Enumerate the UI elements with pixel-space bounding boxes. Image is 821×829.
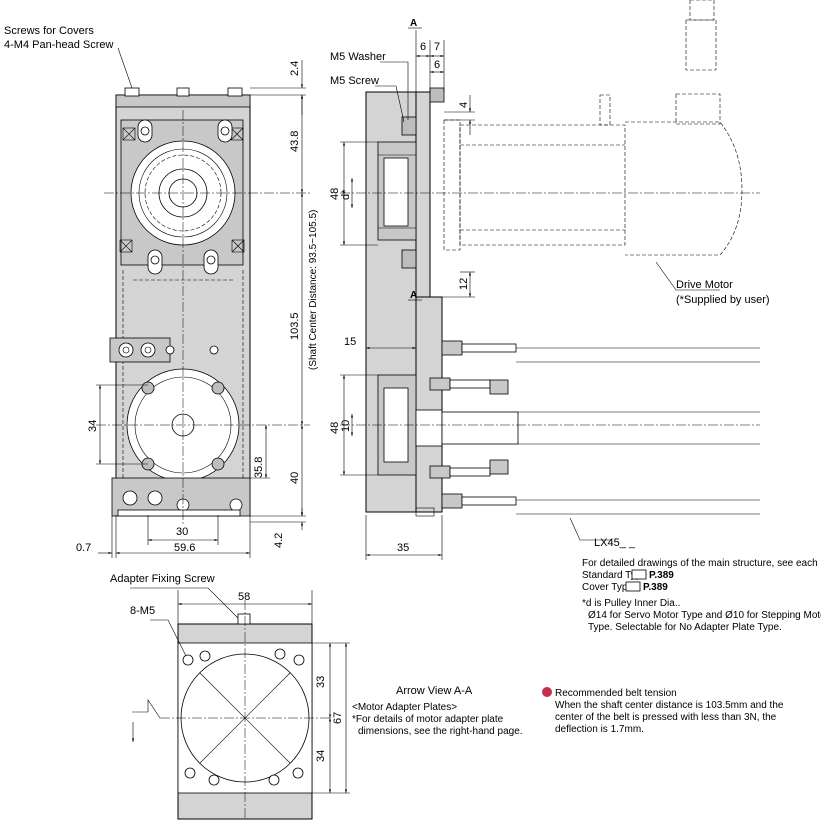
section-label-bottom: A bbox=[410, 290, 417, 301]
cover-screw-spec: 4-M4 Pan-head Screw bbox=[4, 39, 113, 51]
belt-2: center of the belt is pressed with less … bbox=[555, 712, 777, 723]
dim-15: 15 bbox=[344, 336, 356, 348]
cover-type-label: Cover Type bbox=[582, 582, 633, 593]
washer-label: M5 Washer bbox=[330, 51, 386, 63]
dim-34: 34 bbox=[315, 750, 327, 762]
plates-title: <Motor Adapter Plates> bbox=[352, 702, 457, 713]
dim-59-6: 59.6 bbox=[174, 542, 195, 554]
dim-35: 35 bbox=[397, 542, 409, 554]
note-line1: For detailed drawings of the main struct… bbox=[582, 558, 821, 569]
dim-30: 30 bbox=[176, 526, 188, 538]
drive-motor bbox=[443, 0, 743, 256]
dim-7: 7 bbox=[434, 41, 440, 53]
dim-6a: 6 bbox=[420, 41, 426, 53]
dim-58: 58 bbox=[238, 591, 250, 603]
dim-12: 12 bbox=[458, 278, 470, 290]
page-ref-icon bbox=[631, 569, 647, 580]
dim-48-lower: 48 bbox=[329, 422, 341, 434]
dim-4-2: 4.2 bbox=[273, 533, 285, 548]
plate-view: Adapter Fixing Screw 8-M5 58 33 67 34 Ar… bbox=[110, 573, 523, 820]
dim-34-left: 34 bbox=[87, 420, 99, 432]
dim-0-7: 0.7 bbox=[76, 542, 91, 554]
dim-4: 4 bbox=[458, 102, 470, 108]
section-label-top: A bbox=[410, 18, 417, 29]
plates-note-1: *For details of motor adapter plate bbox=[352, 714, 504, 725]
side-view: A A 6 7 6 M5 Washer M5 Screw 4 48 d* 12 … bbox=[329, 0, 770, 560]
dim-center-note: (Shaft Center Distance: 93.5~105.5) bbox=[308, 210, 319, 370]
notes: For detailed drawings of the main struct… bbox=[542, 558, 821, 735]
dim-67: 67 bbox=[332, 712, 344, 724]
arrow-view-title: Arrow View A-A bbox=[396, 685, 473, 697]
lx-label: LX45_ _ bbox=[594, 537, 636, 549]
dim-10: 10 bbox=[340, 420, 352, 432]
standard-type-page: P.389 bbox=[649, 570, 674, 581]
m5-holes bbox=[182, 648, 305, 786]
standard-type-label: Standard Type bbox=[582, 570, 647, 581]
d-note-3: Type. Selectable for No Adapter Plate Ty… bbox=[588, 622, 782, 633]
dim-6b: 6 bbox=[434, 59, 440, 71]
dim-33: 33 bbox=[315, 676, 327, 688]
dim-top: 2.4 bbox=[289, 61, 301, 76]
d-note-2: Ø14 for Servo Motor Type and Ø10 for Ste… bbox=[588, 610, 821, 621]
cover-type-page: P.389 bbox=[643, 582, 668, 593]
motor-note: (*Supplied by user) bbox=[676, 294, 770, 306]
screw-label: M5 Screw bbox=[330, 75, 379, 87]
fixing-screw-label: Adapter Fixing Screw bbox=[110, 573, 215, 585]
d-note-1: *d is Pulley Inner Dia.. bbox=[582, 598, 680, 609]
dim-upper: 43.8 bbox=[289, 131, 301, 152]
dim-center: 103.5 bbox=[289, 312, 301, 340]
dim-d: d* bbox=[340, 189, 352, 200]
page-ref-icon bbox=[625, 581, 641, 592]
front-view: Screws for Covers 4-M4 Pan-head Screw 2.… bbox=[4, 25, 319, 558]
belt-tension-icon bbox=[542, 687, 552, 697]
belt-1: When the shaft center distance is 103.5m… bbox=[555, 700, 784, 711]
dim-35-8: 35.8 bbox=[253, 457, 265, 478]
dim-40: 40 bbox=[289, 472, 301, 484]
plates-note-2: dimensions, see the right-hand page. bbox=[358, 726, 523, 737]
hole-label: 8-M5 bbox=[130, 605, 155, 617]
dim-48-upper: 48 bbox=[329, 188, 341, 200]
motor-label: Drive Motor bbox=[676, 279, 733, 291]
belt-title: Recommended belt tension bbox=[555, 688, 677, 699]
cover-screw-label: Screws for Covers bbox=[4, 25, 94, 37]
belt-3: deflection is 1.7mm. bbox=[555, 724, 644, 735]
